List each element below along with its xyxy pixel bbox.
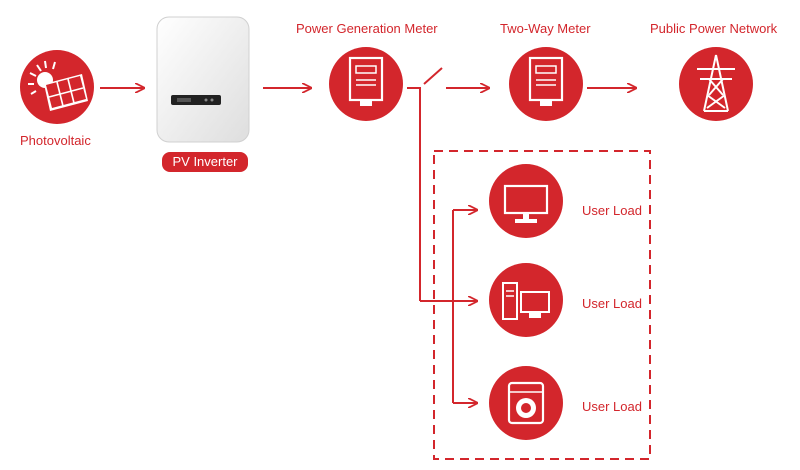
inverter-device-icon	[156, 16, 250, 143]
tv-monitor-icon	[489, 164, 563, 238]
generation-meter-label: Power Generation Meter	[296, 21, 438, 36]
electric-meter-icon	[329, 47, 403, 121]
user-load-area	[433, 150, 651, 460]
transmission-tower-icon	[679, 47, 753, 121]
flow-connectors	[100, 67, 636, 403]
desktop-computer-icon	[489, 263, 563, 337]
user-load-label: User Load	[582, 399, 642, 414]
solar-panel-sun-icon	[20, 50, 94, 124]
public-power-network-label: Public Power Network	[650, 21, 778, 36]
user-load-label: User Load	[582, 203, 642, 218]
electric-meter-icon	[509, 47, 583, 121]
pv-inverter-label: PV Inverter	[162, 152, 248, 172]
photovoltaic-label: Photovoltaic	[20, 133, 91, 148]
washing-machine-icon	[489, 366, 563, 440]
user-load-label: User Load	[582, 296, 642, 311]
two-way-meter-label: Two-Way Meter	[500, 21, 591, 36]
